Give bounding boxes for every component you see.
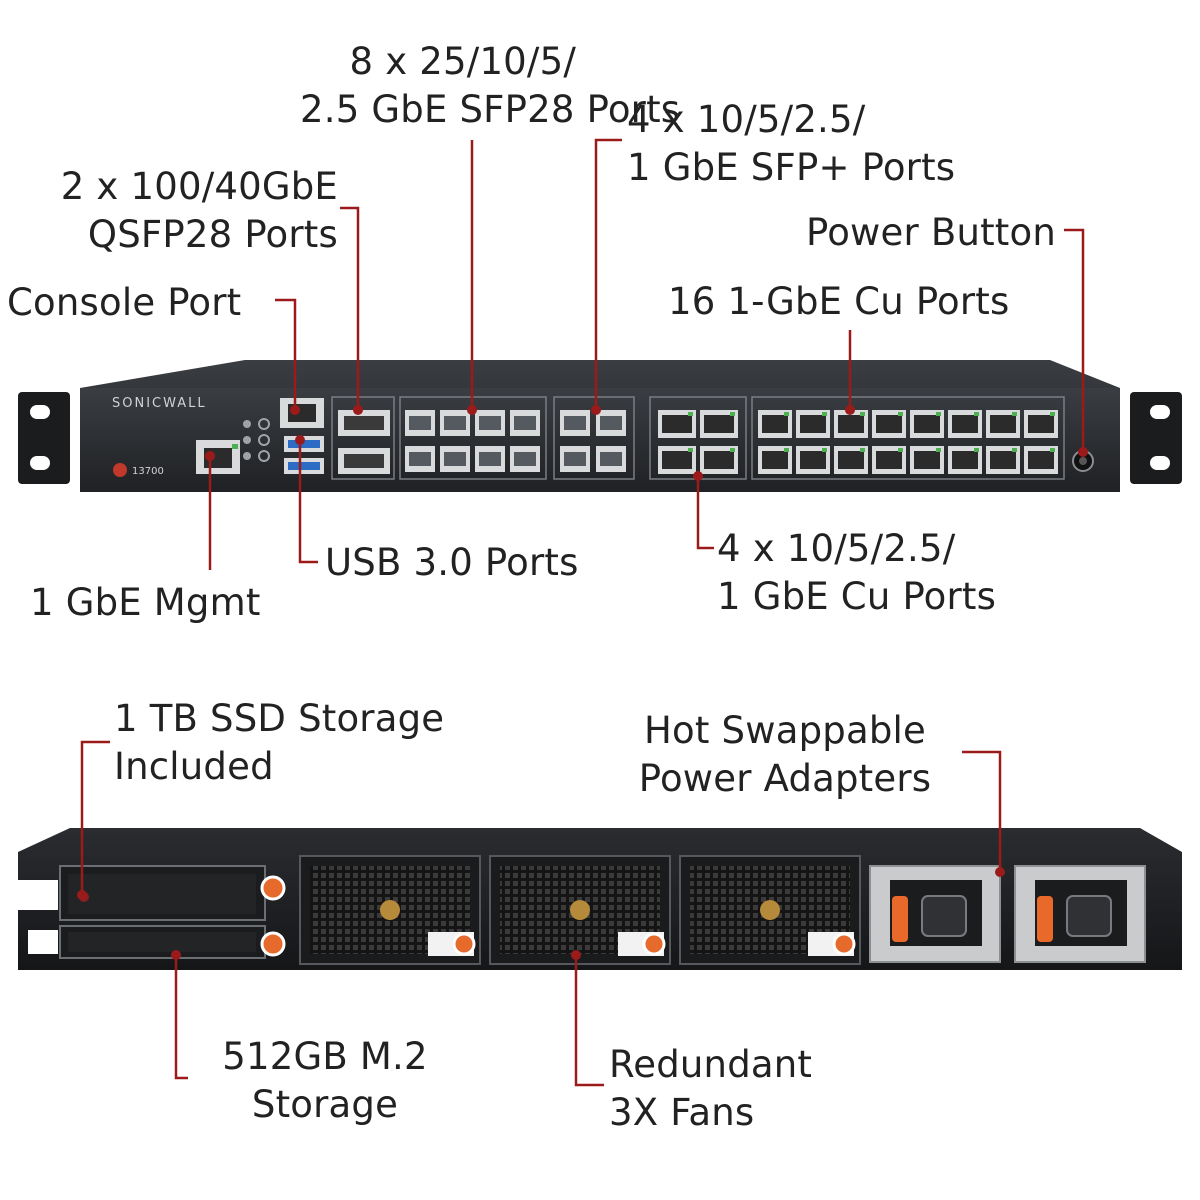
- leader-dot: [693, 471, 703, 481]
- mgmt-label: 1 GbE Mgmt: [30, 581, 261, 624]
- fan-hub: [380, 900, 400, 920]
- leader-dot: [295, 435, 305, 445]
- rear-tab-top: [18, 880, 58, 910]
- leader-line: [1064, 228, 1085, 452]
- leader-dot: [591, 405, 601, 415]
- psu-latch: [1037, 896, 1053, 942]
- fan-modules: [299, 855, 861, 965]
- brand-logo: SONICWALL: [112, 396, 207, 411]
- leader-dot: [995, 867, 1005, 877]
- sfp-plus-label: 4 x 10/5/2.5/ 1 GbE SFP+ Ports: [627, 98, 956, 189]
- status-leds: [243, 418, 270, 462]
- fan-thumbscrew: [452, 932, 476, 956]
- leader-line: [174, 955, 188, 1080]
- fan-thumbscrew: [832, 932, 856, 956]
- sfp-plus-ports: [560, 410, 626, 472]
- sfp28-ports: [405, 410, 540, 472]
- leader-line: [298, 440, 318, 564]
- leader-dot: [77, 890, 87, 900]
- leader-line: [340, 206, 360, 410]
- leader-line: [275, 298, 297, 410]
- front-panel: SONICWALL 13700: [18, 360, 1182, 492]
- ac-inlet: [1066, 895, 1112, 937]
- sfp-plus-frame: [553, 396, 635, 480]
- usb-label: USB 3.0 Ports: [325, 541, 579, 584]
- leader-dot: [290, 405, 300, 415]
- leader-dot: [171, 950, 181, 960]
- fan-hub: [570, 900, 590, 920]
- fan-hub: [760, 900, 780, 920]
- leader-dots: [77, 405, 1088, 960]
- right-rack-ear: [1130, 392, 1182, 484]
- m2-label: 512GB M.2 Storage: [222, 1035, 428, 1126]
- cu-4-label: 4 x 10/5/2.5/ 1 GbE Cu Ports: [717, 527, 997, 618]
- qsfp28-frame: [331, 396, 395, 480]
- fans-label: Redundant 3X Fans: [609, 1043, 813, 1134]
- cu-16-frame: [751, 396, 1065, 480]
- ac-inlet: [921, 895, 967, 937]
- leader-dot: [353, 405, 363, 415]
- leader-line: [594, 138, 622, 410]
- leader-line: [80, 740, 110, 895]
- rear-panel: [18, 828, 1182, 970]
- cu-16-ports: [758, 410, 1058, 474]
- psu-label: Hot Swappable Power Adapters: [638, 709, 932, 800]
- ssd-label: 1 TB SSD Storage Included: [114, 697, 445, 788]
- cu-4-ports: [658, 410, 738, 474]
- qsfp28-label: 2 x 100/40GbE QSFP28 Ports: [60, 165, 338, 256]
- usb-ports: [284, 436, 324, 474]
- cu-16-label: 16 1-GbE Cu Ports: [668, 280, 1010, 323]
- power-supplies: [869, 865, 1146, 963]
- leader-dot: [571, 950, 581, 960]
- sfp28-label: 8 x 25/10/5/ 2.5 GbE SFP28 Ports: [300, 40, 681, 131]
- power-button-label: Power Button: [806, 211, 1056, 254]
- leader-line: [962, 750, 1002, 872]
- mgmt-port: [196, 440, 240, 474]
- psu-latch: [892, 896, 908, 942]
- m2-thumbscrew: [260, 931, 286, 957]
- console-port-label: Console Port: [7, 281, 242, 324]
- ssd-thumbscrew: [260, 875, 286, 901]
- svg-text:13700: 13700: [132, 466, 164, 477]
- qsfp28-ports: [338, 410, 390, 474]
- leader-line: [696, 476, 714, 550]
- leader-line: [574, 955, 604, 1087]
- leader-dot: [467, 405, 477, 415]
- console-port: [280, 398, 324, 428]
- model-badge: 13700: [113, 463, 164, 477]
- ssd-tray: [59, 865, 266, 921]
- leader-dot: [1078, 447, 1088, 457]
- leader-lines: [80, 138, 1085, 1087]
- fan-thumbscrew: [642, 932, 666, 956]
- rear-tab-bottom: [28, 930, 58, 954]
- m2-tray: [59, 925, 266, 959]
- leader-dot: [205, 451, 215, 461]
- left-rack-ear: [18, 392, 70, 484]
- leader-dot: [845, 405, 855, 415]
